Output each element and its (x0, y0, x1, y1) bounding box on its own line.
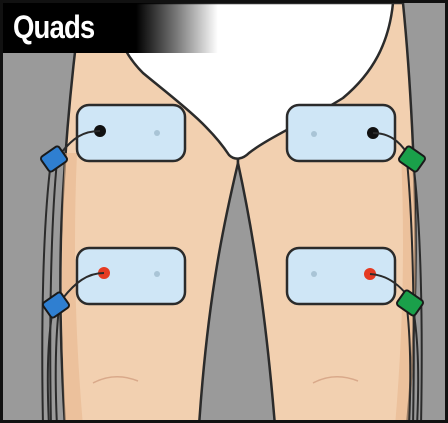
electrode-empty-left-upper (154, 130, 160, 136)
quads-electrode-diagram (3, 3, 448, 423)
diagram-title: Quads (13, 9, 94, 46)
pad-left-upper (77, 105, 185, 161)
electrode-empty-right-upper (311, 131, 317, 137)
pad-left-lower (77, 248, 185, 304)
electrode-empty-right-lower (311, 271, 317, 277)
electrode-empty-left-lower (154, 271, 160, 277)
